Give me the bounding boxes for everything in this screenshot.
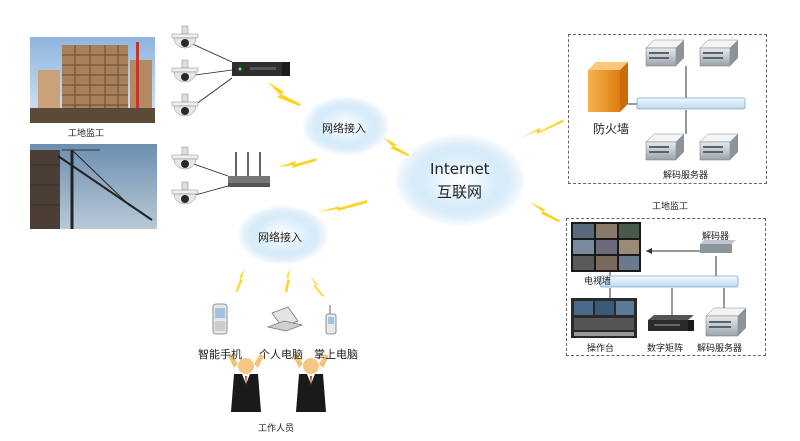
label-site-monitor-left: 工地监工	[68, 129, 105, 139]
construction-photo-2	[30, 144, 157, 229]
label-network-access-1: 网络接入	[322, 122, 366, 135]
lightning-bolts	[236, 82, 564, 297]
top-network-bar	[628, 66, 746, 134]
camera-group-1	[187, 41, 233, 198]
cloud-network-access-1	[302, 96, 390, 156]
label-decoder: 解码器	[702, 232, 730, 242]
label-workers: 工作人员	[258, 424, 295, 434]
construction-photo-1	[30, 37, 155, 123]
cloud-internet	[394, 134, 526, 226]
dome-camera	[171, 25, 199, 205]
video-wall-device	[571, 222, 641, 272]
label-site-monitor-right: 工地监工	[652, 202, 689, 212]
wireless-router	[228, 152, 270, 187]
firewall-device	[588, 62, 628, 112]
label-handheld-computer: 掌上电脑	[314, 348, 358, 361]
label-firewall: 防火墙	[593, 122, 630, 136]
bottom-network-bar	[599, 256, 739, 316]
laptop-device	[266, 306, 304, 332]
pda-device	[325, 305, 337, 335]
label-decoder-server-top: 解码服务器	[663, 171, 709, 181]
cloud-network-access-2	[237, 205, 329, 265]
monitoring-center-top-box	[568, 34, 767, 184]
video-encoder-device	[232, 62, 290, 76]
smartphone-device	[212, 303, 228, 335]
label-smartphone: 智能手机	[198, 348, 242, 361]
digital-matrix-device	[648, 315, 694, 331]
label-personal-computer: 个人电脑	[259, 348, 303, 361]
label-console: 操作台	[587, 344, 615, 354]
label-video-wall: 电视墙	[584, 277, 612, 287]
worker-figure	[228, 354, 329, 412]
server-top	[645, 39, 739, 161]
label-internet-en: Internet	[430, 160, 490, 178]
label-digital-matrix: 数字矩阵	[647, 344, 684, 354]
label-internet-cn: 互联网	[437, 183, 483, 201]
label-decoder-server-bottom: 解码服务器	[697, 344, 743, 354]
label-network-access-2: 网络接入	[258, 231, 302, 244]
console-device	[571, 298, 637, 338]
decoder-server-bottom-device	[705, 307, 747, 337]
decoder-device	[646, 240, 736, 254]
monitoring-center-bottom-box	[566, 218, 766, 356]
